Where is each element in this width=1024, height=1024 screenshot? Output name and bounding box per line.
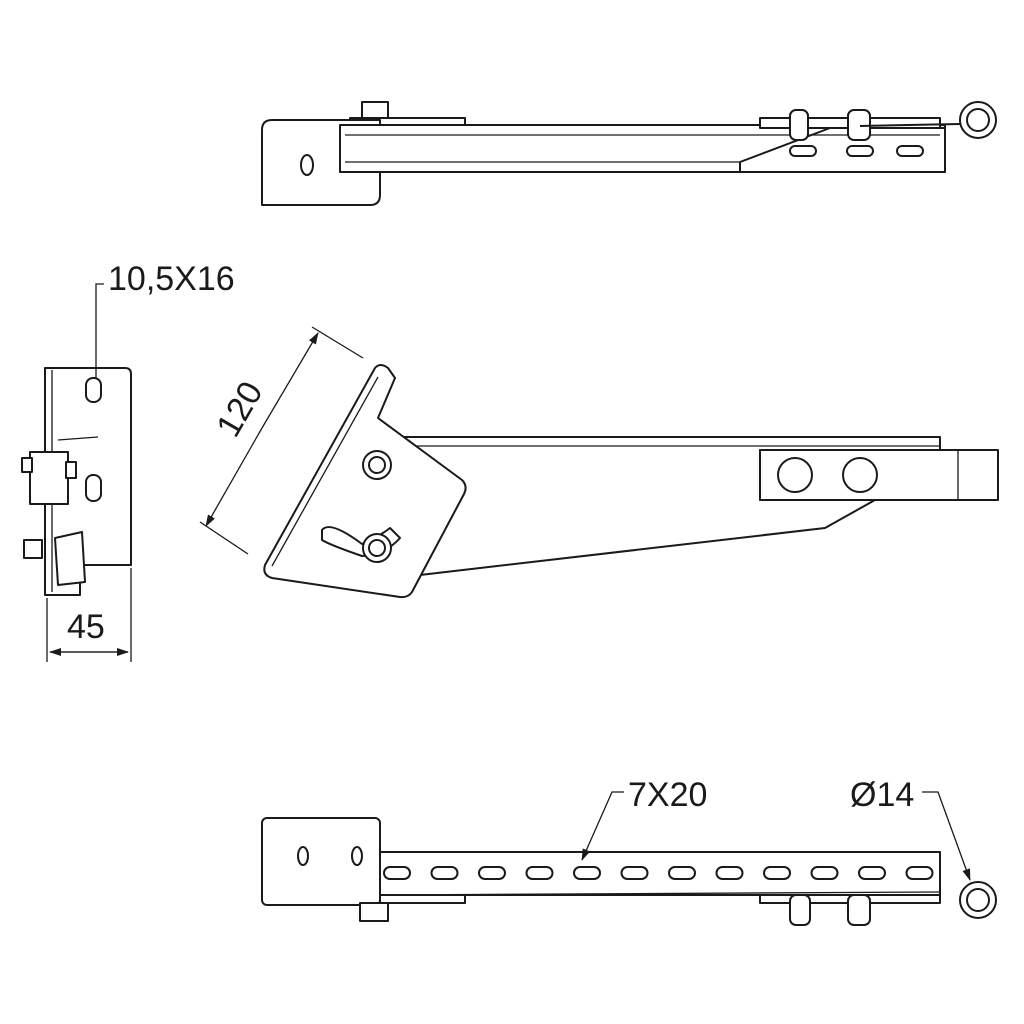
top-view — [261, 101, 997, 206]
slot-hole — [573, 866, 601, 880]
slot-hole — [905, 866, 934, 880]
ring-diameter-label: Ø14 — [850, 776, 915, 814]
slot-size-label: 10,5X16 — [108, 260, 235, 298]
end-view — [21, 283, 132, 662]
slot-hole — [810, 866, 839, 880]
main-view — [199, 326, 999, 599]
slot-hole — [620, 866, 649, 880]
slot-hole — [858, 866, 886, 880]
slot-hole — [525, 866, 554, 880]
slot-hole — [430, 866, 459, 880]
slot-hole — [668, 866, 696, 880]
slots-size-label: 7X20 — [628, 776, 708, 814]
slot-hole — [383, 866, 411, 880]
slot-hole — [763, 866, 791, 880]
width-dimension-label: 45 — [67, 608, 105, 646]
slot-hole — [715, 866, 744, 880]
bottom-view — [261, 791, 997, 926]
slot-hole — [478, 866, 506, 880]
